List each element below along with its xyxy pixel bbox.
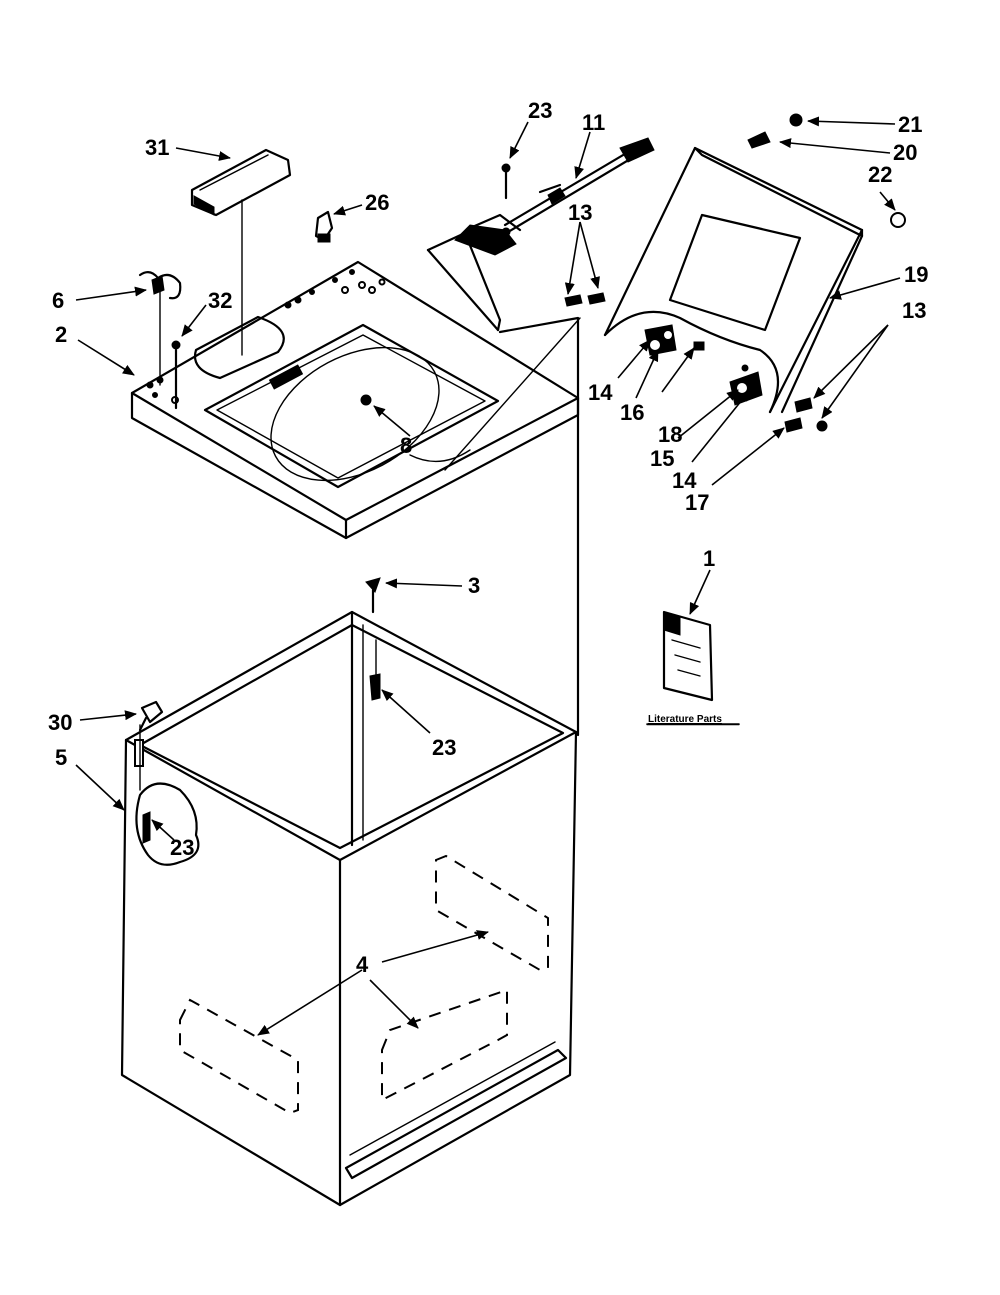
callout-labels: 31 23 11 21 20 22 26 13 19 6 32 13 2 14 … [48, 98, 928, 977]
clip-3 [365, 577, 381, 614]
clip-30 [138, 700, 164, 791]
literature-parts-caption: Literature Parts [648, 714, 722, 725]
callout-3: 3 [468, 573, 480, 598]
callout-22: 22 [868, 162, 892, 187]
callout-6: 6 [52, 288, 64, 313]
callout-19: 19 [904, 262, 928, 287]
callout-4: 4 [356, 952, 369, 977]
clip-6 [138, 271, 182, 300]
callout-14-left: 14 [588, 380, 613, 405]
callout-13-top: 13 [568, 200, 592, 225]
callout-8: 8 [400, 433, 412, 458]
callout-17: 17 [685, 490, 709, 515]
leader-lines [75, 116, 901, 1036]
callout-20: 20 [893, 140, 917, 165]
rod-32 [171, 340, 181, 410]
callout-23-top: 23 [528, 98, 552, 123]
lid-switch [454, 137, 655, 256]
callout-30: 30 [48, 710, 72, 735]
cabinet [120, 610, 578, 1207]
callout-5: 5 [55, 745, 67, 770]
callout-1: 1 [703, 546, 715, 571]
top-panel [130, 231, 581, 737]
callout-2: 2 [55, 322, 67, 347]
screw-23-frame [369, 639, 381, 701]
callout-31: 31 [145, 135, 169, 160]
literature-card [662, 610, 714, 702]
callout-11: 11 [582, 110, 605, 135]
lid [564, 113, 906, 433]
clip-26 [314, 210, 334, 243]
callout-18: 18 [658, 422, 682, 447]
callout-23-cutaway: 23 [170, 835, 194, 860]
callout-21: 21 [898, 112, 922, 137]
literature-underline [646, 723, 740, 726]
dispenser-cover [190, 148, 292, 217]
callout-32: 32 [208, 288, 232, 313]
callout-14-right: 14 [672, 468, 697, 493]
callout-15: 15 [650, 446, 674, 471]
callout-26: 26 [365, 190, 389, 215]
callout-13-right: 13 [902, 298, 926, 323]
callout-23-frame: 23 [432, 735, 456, 760]
callout-16: 16 [620, 400, 644, 425]
